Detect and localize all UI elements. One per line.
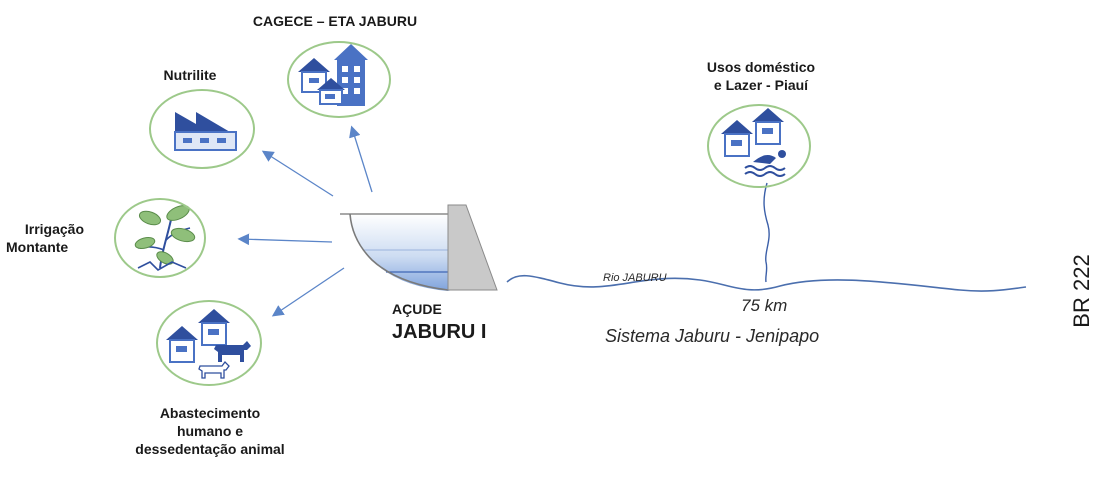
reservoir-label-line2: JABURU I [392,321,487,343]
abastecimento-label-line2: humano e [176,423,244,439]
reservoir-icon [340,204,498,291]
nutrilite-label: Nutrilite [163,67,217,83]
abastecimento-circle [156,300,262,386]
irrigacao-label-line1: Irrigação [24,221,84,237]
tributary-line [763,182,770,283]
arrow-to-nutrilite [261,150,334,197]
arrow-to-abastecimento [271,267,345,317]
usos-label-line2: e Lazer - Piauí [713,77,809,93]
river-distance-label: 75 km [741,296,788,315]
river-line [506,274,1027,292]
reservoir-label-line1: AÇUDE [392,301,442,317]
reservoir-label: AÇUDE JABURU I [382,300,512,346]
irrigacao-circle [114,198,206,278]
abastecimento-label-line3: dessedentação animal [135,441,285,457]
usos-label: Usos doméstico e Lazer - Piauí [686,58,836,94]
irrigacao-label-line2: Montante [6,239,69,255]
abastecimento-label: Abastecimento humano e dessedentação ani… [120,404,300,458]
river-name-label: Rio JABURU [603,272,667,284]
nutrilite-circle [149,89,255,169]
abastecimento-label-line1: Abastecimento [159,405,261,421]
system-name-label: Sistema Jaburu - Jenipapo [605,326,820,346]
arrow-to-irrigacao [237,233,333,246]
irrigacao-label: Irrigação Montante [0,220,84,256]
cagece-circle [287,41,391,118]
usos-label-line1: Usos doméstico [706,59,816,75]
usos-circle [707,104,811,188]
cagece-label: CAGECE – ETA JABURU [252,13,418,29]
arrow-to-cagece [349,125,373,193]
road-label: BR 222 [1069,254,1094,328]
